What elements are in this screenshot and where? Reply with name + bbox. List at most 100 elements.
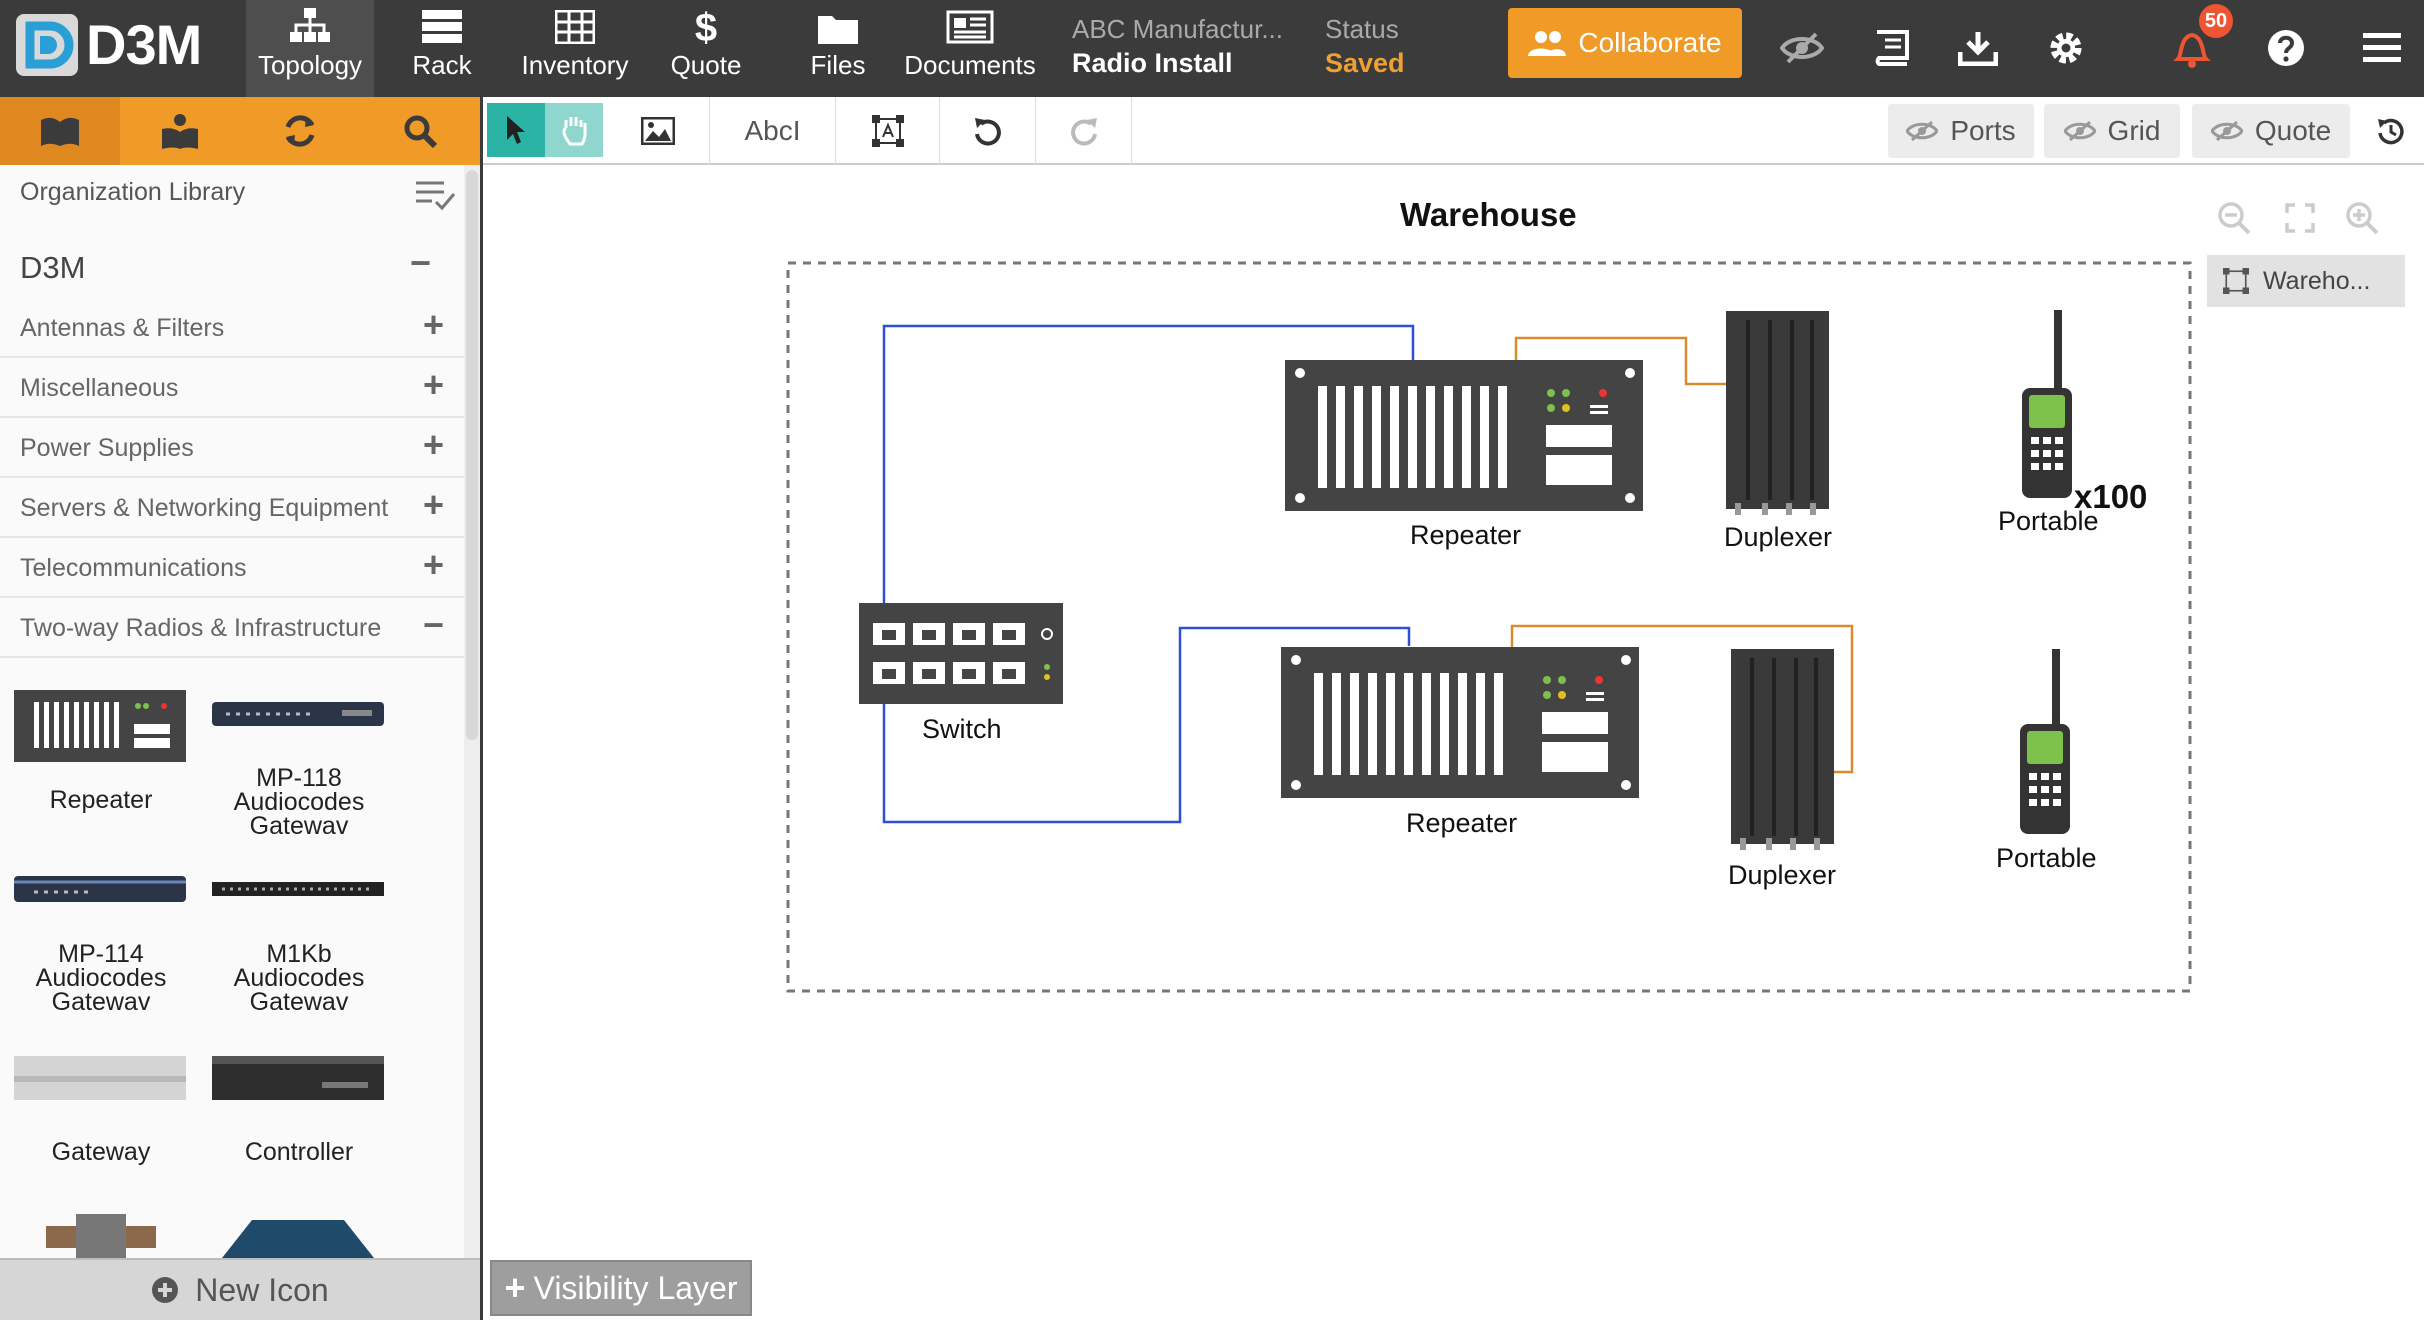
grid-toggle-button[interactable]: Grid <box>2044 104 2180 158</box>
app-logo-text[interactable]: D3M <box>86 13 202 76</box>
fit-to-screen-button[interactable] <box>2278 196 2322 240</box>
d3m-logo-icon[interactable] <box>16 14 78 76</box>
pan-tool-button[interactable] <box>545 103 603 157</box>
library-tab-button[interactable] <box>0 97 120 165</box>
orange-cable[interactable] <box>1510 624 1854 774</box>
library-item-repeater[interactable]: Repeater <box>49 786 153 814</box>
library-list-options-button[interactable] <box>416 180 456 217</box>
search-icon <box>404 115 437 148</box>
nav-files[interactable]: Files <box>792 0 884 97</box>
download-button[interactable] <box>1948 18 2008 78</box>
library-search-button[interactable] <box>360 97 480 165</box>
library-item-controller-image[interactable] <box>212 1056 384 1100</box>
collapse-group-button[interactable]: − <box>410 242 432 283</box>
library-group-d3m[interactable]: D3M <box>20 250 86 285</box>
library-item-mp114-image[interactable] <box>14 874 186 904</box>
help-icon <box>2268 30 2304 66</box>
plus-circle-icon <box>152 1277 179 1303</box>
library-item-mp118[interactable]: MP-118 Audiocodes Gatewav <box>233 764 365 840</box>
expand-icon[interactable]: + <box>422 544 444 585</box>
category-two-way-radios[interactable]: Two-way Radios & Infrastructure − <box>0 600 464 658</box>
library-item-partial-image-2[interactable] <box>212 1214 384 1258</box>
switch-device[interactable] <box>859 603 1063 704</box>
settings-button[interactable] <box>2036 18 2096 78</box>
category-antennas-filters[interactable]: Antennas & Filters + <box>0 300 464 358</box>
text-tool-button[interactable]: AbcI <box>710 97 836 165</box>
expand-icon[interactable]: + <box>422 304 444 345</box>
portable-label-2[interactable]: Portable <box>1996 843 2097 873</box>
sync-tab-button[interactable] <box>240 97 360 165</box>
collapse-icon[interactable]: − <box>422 604 444 645</box>
repeater-device-2[interactable] <box>1281 647 1639 798</box>
project-name[interactable]: Radio Install <box>1072 48 1233 78</box>
expand-icon[interactable]: + <box>422 484 444 525</box>
nav-rack[interactable]: Rack <box>396 0 488 97</box>
nav-inventory[interactable]: Inventory <box>510 0 640 97</box>
help-button[interactable] <box>2256 18 2316 78</box>
library-item-controller[interactable]: Controller <box>244 1138 354 1166</box>
zoom-out-button[interactable] <box>2212 196 2256 240</box>
nav-documents[interactable]: Documents <box>900 0 1040 97</box>
cursor-icon <box>507 116 525 144</box>
duplexer-device-2[interactable] <box>1731 649 1834 850</box>
redo-button[interactable] <box>1036 97 1132 165</box>
status-value: Saved <box>1325 48 1405 78</box>
nav-topology[interactable]: Topology <box>246 0 374 97</box>
expand-icon[interactable]: + <box>422 364 444 405</box>
notifications-button[interactable] <box>2162 18 2222 78</box>
collaborate-button[interactable]: Collaborate <box>1508 8 1742 78</box>
category-power-supplies[interactable]: Power Supplies + <box>0 420 464 478</box>
portable-label-1[interactable]: Portable <box>1998 506 2099 536</box>
layer-tag-warehouse[interactable]: Wareho... <box>2207 255 2405 307</box>
main-menu-button[interactable] <box>2352 18 2412 78</box>
canvas-view-title[interactable]: Warehouse <box>1400 196 1577 233</box>
zoom-in-button[interactable] <box>2340 196 2384 240</box>
expand-icon[interactable]: + <box>422 424 444 465</box>
nav-quote[interactable]: $ Quote <box>660 0 752 97</box>
nav-label: Topology <box>257 50 363 80</box>
category-miscellaneous[interactable]: Miscellaneous + <box>0 360 464 418</box>
history-button[interactable] <box>2370 110 2412 152</box>
duplexer-device-1[interactable] <box>1726 311 1829 515</box>
panel-divider[interactable] <box>480 97 483 1320</box>
library-item-m1kb[interactable]: M1Kb Audiocodes Gatewav <box>233 940 365 1016</box>
nav-label: Documents <box>904 50 1036 80</box>
category-telecommunications[interactable]: Telecommunications + <box>0 540 464 598</box>
library-item-partial-image[interactable] <box>46 1204 156 1258</box>
library-item-gateway[interactable]: Gateway <box>51 1138 151 1166</box>
insert-image-button[interactable] <box>606 97 710 165</box>
blue-cable[interactable] <box>882 324 1415 603</box>
orange-cable[interactable] <box>1514 336 1726 386</box>
duplexer-label-1[interactable]: Duplexer <box>1724 522 1833 552</box>
quote-toggle-button[interactable]: Quote <box>2192 104 2350 158</box>
group-tool-button[interactable] <box>836 97 940 165</box>
new-icon-button[interactable]: New Icon <box>0 1258 480 1320</box>
new-icon-label: New Icon <box>195 1271 329 1308</box>
library-item-mp118-image[interactable] <box>212 700 384 728</box>
library-scrollbar-thumb[interactable] <box>466 170 478 740</box>
zoom-in-icon <box>2346 202 2379 235</box>
blue-cable[interactable] <box>882 626 1411 824</box>
organization-library-title[interactable]: Organization Library <box>20 178 246 206</box>
library-item-m1kb-image[interactable] <box>212 880 384 898</box>
visibility-toggle-button[interactable] <box>1772 18 1832 78</box>
switch-label[interactable]: Switch <box>922 714 1002 744</box>
select-tool-button[interactable] <box>487 103 545 157</box>
reader-tab-button[interactable] <box>120 97 240 165</box>
repeater-label-2[interactable]: Repeater <box>1406 808 1518 838</box>
guide-button[interactable] <box>1860 18 1920 78</box>
ports-toggle-button[interactable]: Ports <box>1888 104 2034 158</box>
library-item-mp114[interactable]: MP-114 Audiocodes Gatewav <box>35 940 167 1016</box>
undo-button[interactable] <box>940 97 1036 165</box>
library-item-gateway-image[interactable] <box>14 1056 186 1100</box>
category-servers-networking[interactable]: Servers & Networking Equipment + <box>0 480 464 538</box>
portable-radio-2[interactable] <box>2020 649 2070 834</box>
project-client[interactable]: ABC Manufactur... <box>1072 14 1283 44</box>
portable-radio-1[interactable] <box>2022 310 2072 498</box>
repeater-label-1[interactable]: Repeater <box>1410 520 1522 550</box>
add-visibility-layer-button[interactable]: + Visibility Layer <box>490 1260 752 1316</box>
repeater-device-1[interactable] <box>1285 360 1643 511</box>
eye-slash-icon <box>2063 120 2096 142</box>
duplexer-label-2[interactable]: Duplexer <box>1728 860 1837 890</box>
library-item-repeater-image[interactable] <box>14 690 186 762</box>
